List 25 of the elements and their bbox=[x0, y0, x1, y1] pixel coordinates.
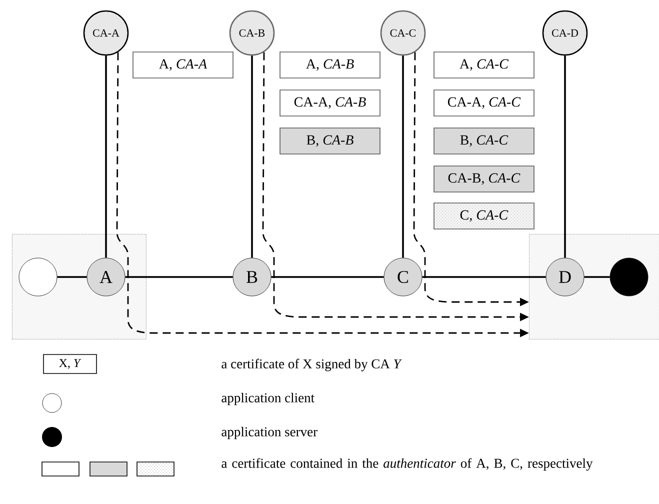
connector-line bbox=[125, 276, 233, 278]
connector-line bbox=[584, 276, 610, 278]
certificate-box: C, CA-C bbox=[434, 202, 534, 230]
certificate-box: CA-A, CA-B bbox=[280, 90, 380, 116]
connector-line bbox=[57, 276, 87, 278]
legend-text: a certificate contained in the authenticator of A, B, C, respectively bbox=[222, 458, 593, 471]
certificate-box: A, CA-A bbox=[132, 52, 234, 78]
connector-line bbox=[564, 56, 566, 258]
certificate-box: B, CA-C bbox=[434, 128, 534, 154]
legend-text: application server bbox=[222, 426, 318, 440]
connector-line bbox=[271, 276, 384, 278]
certificate-box: CA-B, CA-C bbox=[434, 166, 534, 192]
client-circle bbox=[18, 258, 58, 296]
legend-sample: X, Y bbox=[43, 354, 97, 374]
legend-text: application client bbox=[222, 392, 314, 406]
certificate-box: A, CA-B bbox=[280, 52, 380, 78]
server-circle bbox=[610, 258, 648, 296]
legend-text: a certificate of X signed by CA Y bbox=[222, 358, 402, 372]
connector-line bbox=[251, 56, 253, 258]
connector-line bbox=[105, 56, 107, 258]
connector-line bbox=[402, 56, 404, 258]
certificate-box: CA-A, CA-C bbox=[434, 90, 534, 116]
connector-line bbox=[422, 276, 546, 278]
certificate-box: A, CA-C bbox=[434, 52, 534, 78]
certificate-box: B, CA-B bbox=[280, 128, 380, 154]
